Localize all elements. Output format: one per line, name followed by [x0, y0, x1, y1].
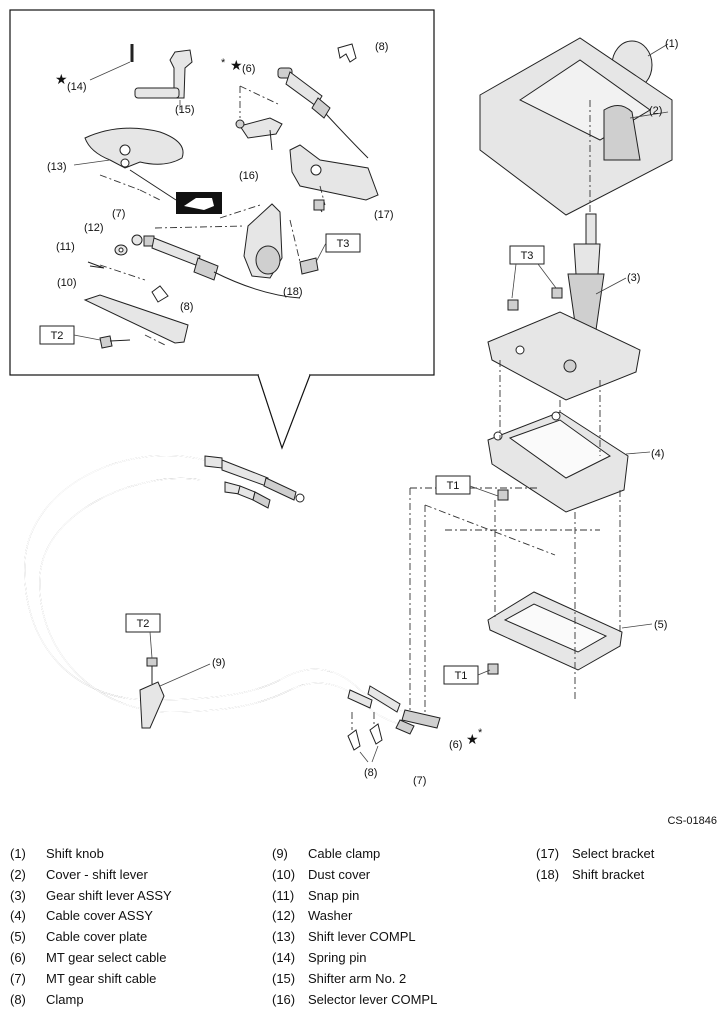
callout-3: (3): [627, 272, 640, 284]
callout-8-inset-top: (8): [375, 41, 388, 53]
legend-item: (11)Snap pin: [272, 887, 360, 903]
legend-item: (8)Clamp: [10, 991, 84, 1007]
callout-18: (18): [283, 286, 303, 298]
torque-tag-t2-inset: T2: [39, 325, 101, 345]
callout-14: (14): [67, 81, 87, 93]
drawing-code: CS-01846: [667, 815, 717, 827]
cable-cover-assy-part: [487, 411, 651, 513]
callout-15: (15): [175, 104, 195, 116]
legend-item: (14)Spring pin: [272, 949, 367, 965]
callout-2: (2): [649, 105, 662, 117]
callout-11: (11): [56, 241, 75, 253]
callout-12: (12): [84, 222, 104, 234]
callout-7-inset: (7): [112, 208, 125, 220]
legend-item: (7)MT gear shift cable: [10, 970, 157, 986]
svg-text:T1: T1: [447, 480, 460, 492]
svg-text:*: *: [478, 727, 483, 739]
callout-8-main: (8): [364, 767, 377, 779]
detail-inset: [9, 9, 435, 450]
clamps-main: [347, 712, 383, 763]
legend-item: (3)Gear shift lever ASSY: [10, 887, 172, 903]
legend-item: (1)Shift knob: [10, 846, 104, 861]
svg-text:T2: T2: [51, 330, 64, 342]
callout-6-inset: (6): [242, 63, 255, 75]
callout-4: (4): [651, 448, 664, 460]
shift-cable-inset: [131, 234, 301, 299]
callout-7-main: (7): [413, 775, 426, 787]
torque-tag-t1-upper: T1: [435, 475, 499, 497]
callout-9: (9): [212, 657, 225, 669]
callout-10: (10): [57, 277, 77, 289]
callout-8-inset: (8): [180, 301, 193, 313]
legend-item: (6)MT gear select cable: [10, 949, 167, 965]
legend-item: (10)Dust cover: [272, 866, 371, 882]
svg-text:★: ★: [466, 731, 479, 747]
svg-text:T3: T3: [521, 250, 534, 262]
inset-assembly-lines: [99, 174, 326, 346]
callout-13: (13): [47, 161, 67, 173]
callout-16: (16): [239, 170, 259, 182]
svg-text:★: ★: [55, 71, 68, 87]
star-markers: ★ * ★ ★ *: [55, 57, 483, 747]
washer-part: [114, 244, 128, 256]
svg-text:★: ★: [230, 57, 243, 73]
callout-1: (1): [665, 38, 678, 50]
legend-item: (13)Shift lever COMPL: [272, 929, 416, 945]
svg-text:T2: T2: [137, 618, 150, 630]
legend-item: (15)Shifter arm No. 2: [272, 970, 407, 986]
select-bracket-part: [289, 144, 379, 213]
legend-column-3: (17)Select bracket (18)Shift bracket: [536, 846, 654, 888]
shift-lever-compl-part: [73, 127, 184, 169]
callout-labels: (1) (2) (3) (4) (5) (6) (6) (7) (7) (8) …: [47, 38, 678, 787]
cover-shift-lever-part: [479, 37, 673, 216]
callout-17: (17): [374, 209, 394, 221]
dust-cover-part: [83, 294, 189, 344]
grease-icon: [129, 169, 222, 214]
cable-cover-plate-part: [487, 591, 653, 675]
legend-item: (4)Cable cover ASSY: [10, 908, 153, 924]
shift-bracket-part: [243, 203, 319, 279]
torque-tag-t2-main: T2: [125, 613, 161, 659]
clamp-part-inset: [151, 43, 357, 303]
select-cable-inset: [277, 67, 369, 159]
legend-item: (2)Cover - shift lever: [10, 866, 148, 882]
legend-item: (17)Select bracket: [536, 846, 655, 861]
cable-assembly: [24, 455, 441, 735]
callout-5: (5): [654, 619, 667, 631]
exploded-diagram: T3 T2 T3 T1 T2 T1 ★ * ★ ★ * (1) (2) (3: [9, 9, 678, 787]
legend-item: (9)Cable clamp: [272, 846, 381, 861]
torque-tag-t3-inset: T3: [315, 233, 361, 263]
spring-pin-part: [89, 44, 134, 81]
legend-column-1: (1)Shift knob (2)Cover - shift lever (3)…: [10, 846, 172, 1012]
legend-item: (18)Shift bracket: [536, 866, 645, 882]
gear-shift-lever-part: [487, 213, 641, 401]
torque-tag-t3-main: T3: [509, 245, 557, 299]
legend-item: (5)Cable cover plate: [10, 929, 148, 945]
selector-lever-part: [235, 85, 283, 151]
callout-6-main: (6): [449, 739, 462, 751]
bolt-inset: [99, 335, 131, 349]
legend-column-2: (9)Cable clamp (10)Dust cover (11)Snap p…: [272, 846, 437, 1012]
torque-tag-t1-lower: T1: [443, 665, 491, 685]
legend-item: (16)Selector lever COMPL: [272, 991, 438, 1007]
legend-item: (12)Washer: [272, 908, 353, 924]
snap-pin-part: [87, 261, 105, 269]
svg-text:T3: T3: [337, 238, 350, 250]
svg-text:*: *: [221, 57, 226, 69]
shifter-arm-part: [134, 49, 193, 110]
svg-text:T1: T1: [455, 670, 468, 682]
